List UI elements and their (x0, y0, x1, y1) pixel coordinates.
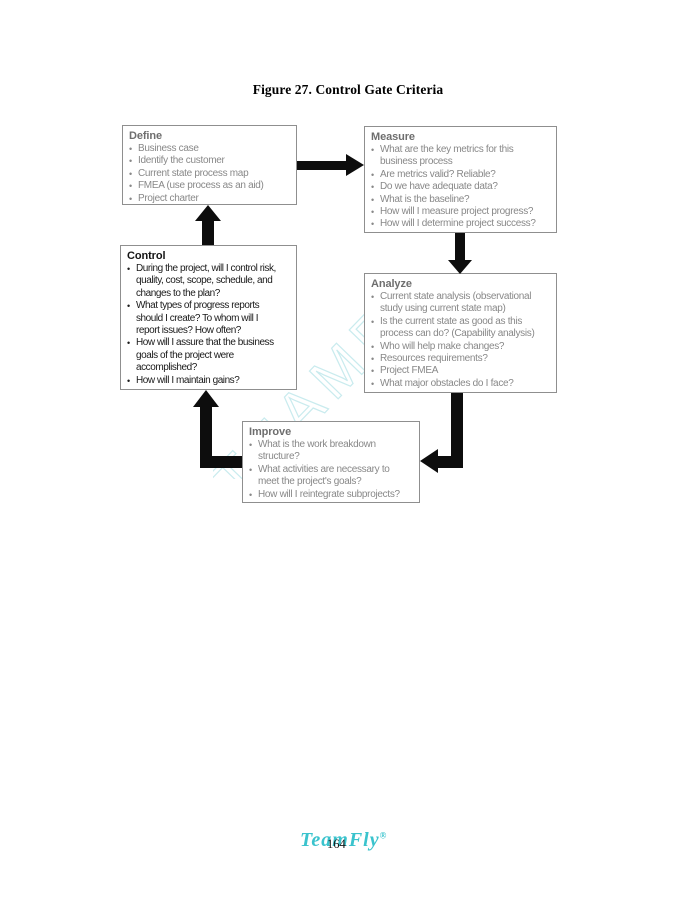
bullet-item: Resources requirements? (371, 353, 550, 366)
bullet-item: Current state analysis (observational st… (371, 291, 550, 316)
bullet-item: How will I measure project progress? (371, 206, 550, 219)
bullet-item: FMEA (use process as an aid) (129, 180, 290, 193)
control-box-items: During the project, will I control risk,… (127, 263, 290, 387)
bullet-item: Business case (129, 143, 290, 156)
measure-box: Measure What are the key metrics for thi… (364, 126, 557, 233)
arrow-shaft (437, 456, 463, 468)
bullet-item: What types of progress reports should I … (127, 300, 290, 337)
improve-box-items: What is the work breakdown structure?Wha… (249, 439, 413, 501)
bullet-item: How will I reintegrate subprojects? (249, 489, 413, 502)
bullet-item: Is the current state as good as this pro… (371, 316, 550, 341)
bullet-item: What are the key metrics for this busine… (371, 144, 550, 169)
bullet-item: Who will help make changes? (371, 341, 550, 354)
control-box-title: Control (127, 250, 166, 262)
page-number: 164 (327, 837, 346, 851)
bullet-item: How will I assure that the business goal… (127, 337, 290, 374)
bullet-item: Project charter (129, 193, 290, 204)
arrow-up-icon (193, 390, 219, 407)
arrow-shaft (451, 393, 463, 468)
improve-box: Improve What is the work breakdown struc… (242, 421, 420, 503)
bullet-item: What major obstacles do I face? (371, 378, 550, 391)
teamfly-logo: TeamFly® (300, 829, 386, 852)
arrow-up-icon (195, 205, 221, 221)
teamfly-logo-text: TeamFly (300, 829, 380, 851)
define-box-items: Business caseIdentify the customerCurren… (129, 143, 290, 204)
bullet-item: What is the work breakdown structure? (249, 439, 413, 464)
analyze-box: Analyze Current state analysis (observat… (364, 273, 557, 393)
measure-box-title: Measure (371, 131, 415, 143)
bullet-item: How will I maintain gains? (127, 375, 290, 388)
define-box-title: Define (129, 130, 163, 142)
registered-mark-icon: ® (379, 830, 387, 841)
bullet-item: What activities are necessary to meet th… (249, 464, 413, 489)
bullet-item: Current state process map (129, 168, 290, 181)
bullet-item: Are metrics valid? Reliable? (371, 169, 550, 182)
arrow-left-icon (420, 449, 438, 473)
define-box: Define Business caseIdentify the custome… (122, 125, 297, 205)
arrow-right-icon (346, 154, 364, 176)
measure-box-items: What are the key metrics for this busine… (371, 144, 550, 231)
arrow-shaft (200, 407, 212, 468)
arrow-down-icon (448, 260, 472, 274)
bullet-item: How will I determine project success? (371, 218, 550, 231)
bullet-item: Project FMEA (371, 365, 550, 378)
arrow-shaft (455, 233, 465, 260)
arrow-shaft (297, 161, 346, 170)
control-box: Control During the project, will I contr… (120, 245, 297, 390)
figure-title: Figure 27. Control Gate Criteria (252, 82, 444, 97)
bullet-item: Do we have adequate data? (371, 181, 550, 194)
improve-box-title: Improve (249, 426, 292, 438)
analyze-box-title: Analyze (371, 278, 412, 290)
bullet-item: What is the baseline? (371, 194, 550, 207)
bullet-item: During the project, will I control risk,… (127, 263, 290, 300)
bullet-item: Identify the customer (129, 155, 290, 168)
analyze-box-items: Current state analysis (observational st… (371, 291, 550, 391)
arrow-shaft (202, 221, 214, 245)
